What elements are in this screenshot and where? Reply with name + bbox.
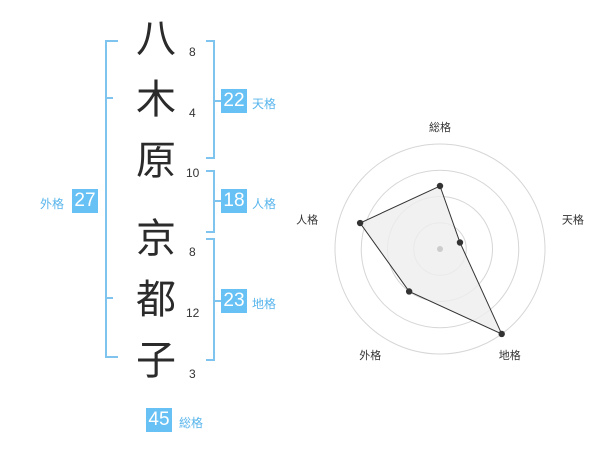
stroke-count-2: 4 xyxy=(189,106,196,120)
radar-area xyxy=(359,185,503,335)
radar-center-dot xyxy=(437,246,443,252)
jinkaku-value-badge: 18 xyxy=(221,189,247,213)
jinkaku-label: 人格 xyxy=(252,197,277,211)
tenkaku-bracket xyxy=(206,40,215,159)
name-char-2: 木 xyxy=(136,77,176,123)
radar-point-2 xyxy=(456,239,464,246)
tenkaku-value-badge: 22 xyxy=(221,89,247,113)
radar-axis-label-2: 天格 xyxy=(562,213,584,227)
name-char-1: 八 xyxy=(136,16,176,62)
chikaku-value-badge: 23 xyxy=(221,289,247,313)
stroke-count-3: 10 xyxy=(186,166,200,180)
radar-ring-4 xyxy=(334,143,546,355)
radar-axis-label-3: 地格 xyxy=(499,348,521,362)
name-char-6: 子 xyxy=(136,338,176,384)
radar-axis-label-1: 総格 xyxy=(429,120,451,134)
chikaku-bracket xyxy=(206,238,215,361)
radar-axis-label-5: 人格 xyxy=(296,213,318,227)
stroke-count-5: 12 xyxy=(186,306,200,320)
chikaku-label: 地格 xyxy=(252,297,277,311)
stroke-count-4: 8 xyxy=(189,245,196,259)
radar-point-1 xyxy=(436,182,444,190)
gaikaku-bracket xyxy=(105,40,118,358)
gaikaku-value-badge: 27 xyxy=(72,189,98,213)
radar-ring-3 xyxy=(360,169,520,329)
stroke-count-6: 3 xyxy=(189,367,196,381)
radar-axis-label-4: 外格 xyxy=(359,348,381,362)
name-char-3: 原 xyxy=(136,138,176,184)
radar-point-4 xyxy=(405,288,413,295)
name-char-5: 都 xyxy=(136,277,176,323)
radar-point-5 xyxy=(356,219,364,227)
stroke-count-1: 8 xyxy=(189,45,196,59)
name-char-4: 京 xyxy=(136,216,176,262)
tenkaku-label: 天格 xyxy=(252,97,277,111)
radar-point-3 xyxy=(498,330,505,338)
soukaku-label: 総格 xyxy=(179,416,204,430)
gaikaku-label: 外格 xyxy=(40,197,65,211)
soukaku-value-badge: 45 xyxy=(146,408,172,432)
